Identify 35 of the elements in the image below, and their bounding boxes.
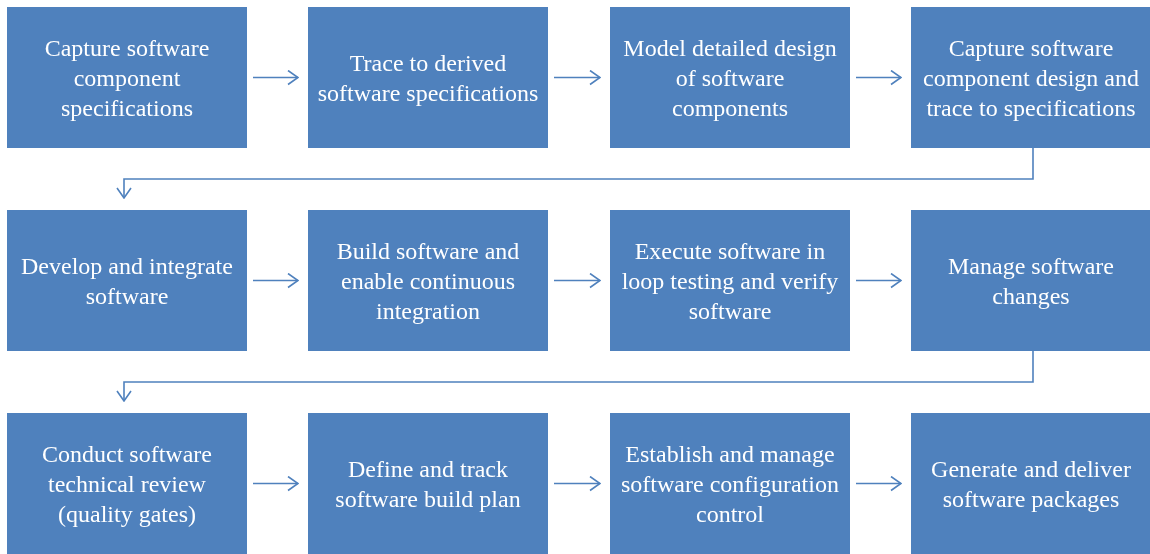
step-label: Establish and manage software configuration control: [620, 439, 840, 529]
step-label: Model detailed design of software components: [622, 33, 838, 123]
arrow: [252, 69, 299, 86]
process-box: [911, 7, 1150, 148]
arrow: [116, 350, 1034, 402]
process-box: [610, 7, 850, 148]
arrow: [252, 272, 299, 289]
process-box: [7, 210, 247, 351]
step-label: Execute software in loop testing and verify software: [620, 236, 840, 326]
arrow: [553, 69, 601, 86]
step-label: Generate and deliver software packages: [930, 454, 1132, 514]
step-label: Develop and integrate software: [20, 251, 234, 311]
arrow: [855, 475, 902, 492]
process-box: [308, 210, 548, 351]
process-box: [7, 7, 247, 148]
process-box: [308, 7, 548, 148]
arrow: [116, 147, 1034, 199]
process-box: [911, 413, 1150, 554]
step-label: Capture software component design and trace to specifications: [922, 33, 1140, 123]
arrow: [553, 475, 601, 492]
arrow: [553, 272, 601, 289]
step-label: Trace to derived software specifications: [316, 48, 540, 108]
arrow: [855, 69, 902, 86]
step-label: Conduct software technical review (quality gates): [41, 439, 213, 529]
arrow: [855, 272, 902, 289]
step-label: Capture software component specifications: [43, 33, 211, 123]
step-label: Manage software changes: [947, 251, 1115, 311]
step-label: Build software and enable continuous integration: [335, 236, 521, 326]
process-box: [308, 413, 548, 554]
arrow: [252, 475, 299, 492]
process-box: [610, 210, 850, 351]
process-box: [610, 413, 850, 554]
process-box: [911, 210, 1150, 351]
step-label: Define and track software build plan: [334, 454, 522, 514]
process-box: [7, 413, 247, 554]
